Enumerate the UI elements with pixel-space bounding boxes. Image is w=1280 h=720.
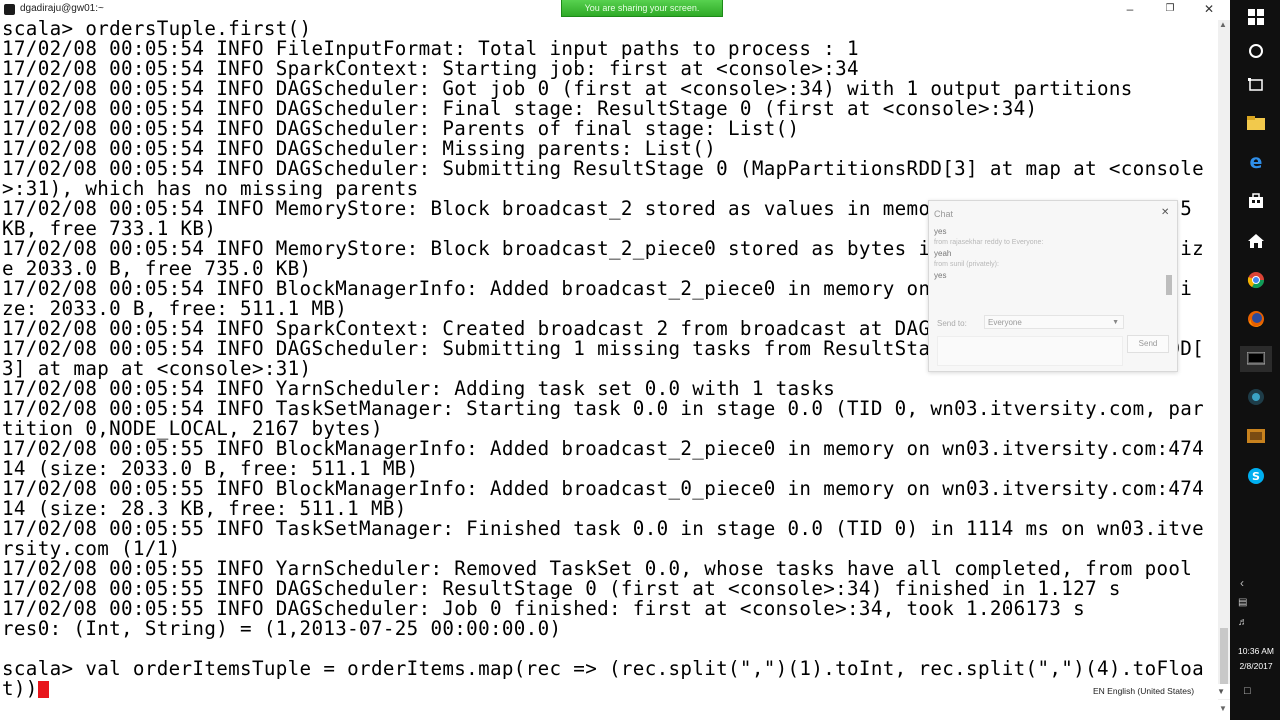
terminal-line: res0: (Int, String) = (1,2013-07-25 00:0… xyxy=(2,617,562,640)
edge-icon[interactable]: e xyxy=(1249,151,1263,173)
terminal-line: 17/02/08 00:05:54 INFO DAGScheduler: Par… xyxy=(2,117,800,140)
putty-icon xyxy=(4,4,15,15)
terminal-line: 17/02/08 00:05:54 INFO YarnScheduler: Ad… xyxy=(2,377,836,400)
terminal-line: 17/02/08 00:05:55 INFO BlockManagerInfo:… xyxy=(2,477,1205,500)
app-icon[interactable] xyxy=(1245,425,1267,447)
scroll-down-icon[interactable]: ▼ xyxy=(1219,704,1227,713)
horizontal-scroll-area xyxy=(0,700,1218,720)
terminal-line: 17/02/08 00:05:54 INFO DAGScheduler: Sub… xyxy=(2,157,1205,180)
task-view-icon[interactable] xyxy=(1245,74,1267,96)
language-indicator[interactable]: EN English (United States) ▼ xyxy=(1090,684,1230,699)
maximize-button[interactable]: ❐ xyxy=(1165,3,1175,14)
terminal-line: 17/02/08 00:05:54 INFO DAGScheduler: Sub… xyxy=(2,337,1205,360)
terminal-output[interactable]: scala> ordersTuple.first()17/02/08 00:05… xyxy=(2,19,1218,719)
terminal-line: 17/02/08 00:05:54 INFO MemoryStore: Bloc… xyxy=(2,197,1193,220)
chat-message-sender: from rajasekhar reddy to Everyone: xyxy=(934,239,1044,246)
terminal-line: 17/02/08 00:05:54 INFO DAGScheduler: Mis… xyxy=(2,137,717,160)
text-cursor xyxy=(37,681,49,698)
clock-time[interactable]: 10:36 AM xyxy=(1238,646,1274,656)
file-explorer-icon[interactable] xyxy=(1245,112,1267,134)
chat-message: yes xyxy=(934,227,947,236)
terminal-line xyxy=(2,639,1218,659)
send-button[interactable]: Send xyxy=(1127,335,1169,353)
terminal-line: 17/02/08 00:05:54 INFO DAGScheduler: Fin… xyxy=(2,97,1038,120)
store-icon[interactable] xyxy=(1245,190,1267,212)
terminal-line: 3] at map at <console>:31) xyxy=(2,357,312,380)
chat-scrollbar-thumb[interactable] xyxy=(1166,275,1172,295)
terminal-line: >:31), which has no missing parents xyxy=(2,177,419,200)
terminal-line: 17/02/08 00:05:55 INFO DAGScheduler: Job… xyxy=(2,597,1086,620)
terminal-line: 17/02/08 00:05:54 INFO DAGScheduler: Got… xyxy=(2,77,1133,100)
taskbar: e S xyxy=(1230,0,1280,720)
chat-scrollbar[interactable] xyxy=(1165,227,1173,295)
terminal-line: 17/02/08 00:05:54 INFO FileInputFormat: … xyxy=(2,37,859,60)
terminal-line: rsity.com (1/1) xyxy=(2,537,181,560)
cortana-icon[interactable] xyxy=(1245,40,1267,62)
network-icon[interactable]: ▤ xyxy=(1238,597,1248,608)
chat-panel: Chat ✕ yes from rajasekhar reddy to Ever… xyxy=(928,200,1178,372)
chat-message: yeah xyxy=(934,249,952,258)
send-to-value: Everyone xyxy=(988,318,1022,327)
vertical-scrollbar[interactable] xyxy=(1218,20,1230,700)
chevron-down-icon: ▼ xyxy=(1112,319,1119,326)
app-icon[interactable] xyxy=(1245,386,1267,408)
terminal-line: t)) xyxy=(2,679,1218,699)
skype-icon[interactable]: S xyxy=(1245,465,1267,487)
terminal-line: 14 (size: 2033.0 B, free: 511.1 MB) xyxy=(2,457,419,480)
send-to-label: Send to: xyxy=(937,319,967,328)
terminal-line: 17/02/08 00:05:54 INFO SparkContext: Sta… xyxy=(2,57,859,80)
firefox-icon[interactable] xyxy=(1245,308,1267,330)
terminal-line: 17/02/08 00:05:55 INFO TaskSetManager: F… xyxy=(2,517,1205,540)
window-title: dgadiraju@gw01:~ xyxy=(20,3,104,14)
minimize-button[interactable]: – xyxy=(1126,2,1134,16)
chevron-down-icon: ▼ xyxy=(1217,687,1225,696)
terminal-line: 17/02/08 00:05:55 INFO YarnScheduler: Re… xyxy=(2,557,1193,580)
terminal-line: scala> val orderItemsTuple = orderItems.… xyxy=(2,657,1205,680)
clock-date[interactable]: 2/8/2017 xyxy=(1239,661,1273,671)
chat-message-sender: from sunil (privately): xyxy=(934,261,999,268)
terminal-window: dgadiraju@gw01:~ You are sharing your sc… xyxy=(0,0,1230,720)
home-icon[interactable] xyxy=(1245,230,1267,252)
putty-icon[interactable] xyxy=(1240,346,1272,372)
chevron-up-icon[interactable]: ‹ xyxy=(1240,576,1244,590)
chat-message-input[interactable] xyxy=(937,336,1123,366)
svg-text:S: S xyxy=(1252,470,1260,483)
close-button[interactable]: ✕ xyxy=(1203,2,1215,16)
terminal-line: 14 (size: 28.3 KB, free: 511.1 MB) xyxy=(2,497,407,520)
terminal-line: scala> ordersTuple.first() xyxy=(2,19,312,40)
chat-message-list: yes from rajasekhar reddy to Everyone: y… xyxy=(934,226,1162,306)
terminal-line: e 2033.0 B, free 735.0 KB) xyxy=(2,257,312,280)
chat-message: yes xyxy=(934,271,947,280)
send-to-dropdown[interactable]: Everyone ▼ xyxy=(984,315,1124,329)
close-icon[interactable]: ✕ xyxy=(1161,207,1170,218)
windows-start-icon[interactable] xyxy=(1245,6,1267,28)
language-label: EN English (United States) xyxy=(1093,686,1195,696)
terminal-line: 17/02/08 00:05:55 INFO BlockManagerInfo:… xyxy=(2,437,1205,460)
chrome-icon[interactable] xyxy=(1245,269,1267,291)
chat-title: Chat xyxy=(934,209,954,219)
scrollbar-thumb[interactable] xyxy=(1220,628,1228,688)
title-bar[interactable]: dgadiraju@gw01:~ You are sharing your sc… xyxy=(0,0,1230,20)
notification-icon[interactable]: □ xyxy=(1244,685,1251,697)
terminal-line: ze: 2033.0 B, free: 511.1 MB) xyxy=(2,297,348,320)
screen-sharing-banner[interactable]: You are sharing your screen. xyxy=(561,0,723,17)
terminal-line: tition 0,NODE_LOCAL, 2167 bytes) xyxy=(2,417,383,440)
terminal-line: 17/02/08 00:05:55 INFO DAGScheduler: Res… xyxy=(2,577,1121,600)
terminal-line: 17/02/08 00:05:54 INFO TaskSetManager: S… xyxy=(2,397,1205,420)
scroll-up-icon[interactable]: ▲ xyxy=(1219,20,1227,29)
volume-icon[interactable]: ♬ xyxy=(1238,617,1248,628)
terminal-line: KB, free 733.1 KB) xyxy=(2,217,217,240)
